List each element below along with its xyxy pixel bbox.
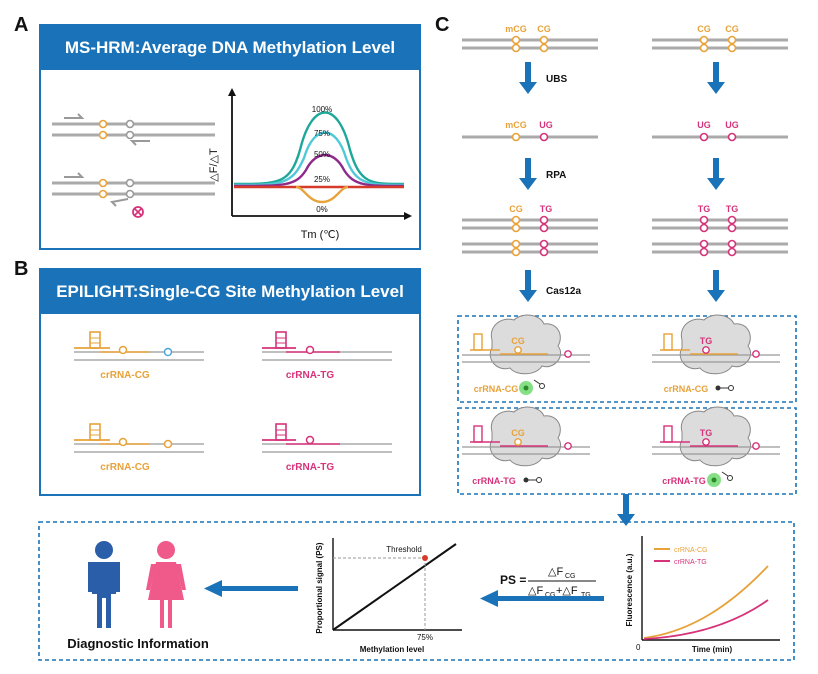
- box2-left-label: crRNA-TG: [472, 476, 516, 486]
- dna-rpa-right: TG TG: [652, 204, 788, 257]
- site-label-tg-r1: TG: [698, 204, 711, 214]
- cas12a-complex-2-right: TG crRNA-TG: [652, 406, 780, 487]
- crrna-label-cg-2: crRNA-CG: [100, 462, 150, 473]
- site-label-tg-r2: TG: [726, 204, 739, 214]
- fl-origin: 0: [636, 643, 641, 652]
- dna-rpa-left: CG TG: [462, 204, 598, 257]
- box1-right-label: crRNA-CG: [664, 384, 709, 394]
- step-cas12a: Cas12a: [546, 286, 581, 297]
- arrow-rpa-left: [519, 158, 537, 190]
- site-label-ug-ubs: UG: [539, 120, 553, 130]
- ps-chart: Threshold 75% Methylation level Proporti…: [315, 538, 462, 654]
- crrna-label-cg-1: crRNA-CG: [100, 370, 150, 381]
- ps-formula: PS = △F CG △F CG +△F TG: [500, 566, 596, 599]
- box2-right-site: TG: [700, 428, 713, 438]
- legend-crrna-tg: crRNA-TG: [674, 559, 707, 566]
- cas12a-complex-1-right: TG crRNA-CG: [652, 314, 780, 394]
- legend-crrna-cg: crRNA-CG: [674, 547, 707, 554]
- cas12a-complex-1-left: CG crRNA-CG: [462, 314, 590, 395]
- box1-left-site: CG: [511, 336, 525, 346]
- site-label-mcg: mCG: [505, 24, 527, 34]
- fl-xlabel: Time (min): [692, 645, 733, 654]
- dna-top-left: mCG CG: [462, 24, 598, 53]
- person-male-icon: [88, 541, 120, 628]
- site-label-tg-rpa: TG: [540, 204, 553, 214]
- panel-a-title: MS-HRM:Average DNA Methylation Level: [41, 26, 419, 70]
- dna-ubs-right: UG UG: [652, 120, 788, 142]
- fluorescence-chart: crRNA-CG crRNA-TG 0 Time (min) Fluoresce…: [625, 536, 780, 654]
- formula-plus: +△F: [556, 585, 578, 597]
- person-female-icon: [146, 541, 186, 628]
- site-label-ug-r2: UG: [725, 120, 739, 130]
- hrm-level-25: 25%: [314, 175, 330, 184]
- hrm-level-75: 75%: [314, 129, 330, 138]
- panel-b: EPILIGHT:Single-CG Site Methylation Leve…: [39, 268, 421, 496]
- crrna-label-tg-1: crRNA-TG: [286, 370, 335, 381]
- site-label-cg-r1: CG: [697, 24, 711, 34]
- formula-den-a-sub: CG: [545, 592, 556, 599]
- step-rpa: RPA: [546, 170, 566, 181]
- formula-den-b-sub: TG: [581, 592, 591, 599]
- site-label-cg-r2: CG: [725, 24, 739, 34]
- arrow-cas12a-left: [519, 270, 537, 302]
- readout-box: [38, 521, 795, 661]
- hrm-chart: △F/△T Tm (℃) 100% 75% 50% 25% 0%: [208, 88, 412, 241]
- dna-ubs-left: mCG UG: [462, 120, 598, 142]
- arrow-cas12a-right: [707, 270, 725, 302]
- arrow-to-diagnosis: [204, 580, 298, 597]
- step-ubs: UBS: [546, 74, 567, 85]
- hrm-xlabel: Tm (℃): [301, 229, 340, 241]
- hrm-level-50: 50%: [314, 150, 330, 159]
- ps-xlabel: Methylation level: [360, 645, 424, 654]
- cas12a-complex-2-left: CG crRNA-TG: [462, 406, 590, 486]
- formula-den-a: △F: [528, 585, 543, 597]
- panel-label-b: B: [14, 258, 29, 280]
- arrow-rpa-right: [707, 158, 725, 190]
- threshold-point: [422, 555, 428, 561]
- panel-b-title: EPILIGHT:Single-CG Site Methylation Leve…: [41, 270, 419, 314]
- formula-num-sub: CG: [565, 573, 576, 580]
- crrna-construct-tg-2: crRNA-TG: [261, 423, 393, 473]
- dna-duplex-primer-bound: [52, 113, 215, 146]
- box2-right-label: crRNA-TG: [662, 476, 706, 486]
- arrow-to-readout: [617, 494, 635, 526]
- hrm-level-100: 100%: [312, 105, 332, 114]
- hrm-ylabel: △F/△T: [208, 148, 220, 182]
- arrow-ubs-right: [707, 62, 725, 94]
- site-label-ug-r1: UG: [697, 120, 711, 130]
- threshold-x-label: 75%: [417, 633, 433, 642]
- panel-label-c: C: [435, 14, 450, 36]
- crrna-construct-tg-1: crRNA-TG: [261, 331, 393, 381]
- arrow-ubs-left: [519, 62, 537, 94]
- box2-left-site: CG: [511, 428, 525, 438]
- panel-label-a: A: [14, 14, 29, 36]
- series-crrna-tg: [643, 599, 769, 640]
- crrna-label-tg-2: crRNA-TG: [286, 462, 335, 473]
- threshold-label: Threshold: [386, 545, 422, 554]
- formula-num: △F: [548, 566, 563, 578]
- fl-ylabel: Fluorescence (a.u.): [625, 553, 634, 626]
- formula-lhs: PS =: [500, 573, 526, 587]
- site-label-cg-rpa: CG: [509, 204, 523, 214]
- cas12a-box-crrna-tg: [457, 407, 797, 495]
- crrna-construct-cg-2: crRNA-CG: [73, 423, 205, 473]
- arrow-to-formula: [480, 590, 604, 607]
- diagnostic-label: Diagnostic Information: [67, 636, 209, 651]
- dna-duplex-primer-blocked: [52, 172, 215, 218]
- crrna-construct-cg-1: crRNA-CG: [73, 331, 205, 381]
- box1-right-site: TG: [700, 336, 713, 346]
- cas12a-box-crrna-cg: [457, 315, 797, 403]
- site-label-cg: CG: [537, 24, 551, 34]
- hrm-level-0: 0%: [316, 205, 328, 214]
- site-label-mcg-ubs: mCG: [505, 120, 527, 130]
- dna-top-right: CG CG: [652, 24, 788, 53]
- box1-left-label: crRNA-CG: [474, 384, 519, 394]
- ps-ylabel: Proportional signal (PS): [315, 542, 324, 633]
- series-crrna-cg: [643, 565, 769, 639]
